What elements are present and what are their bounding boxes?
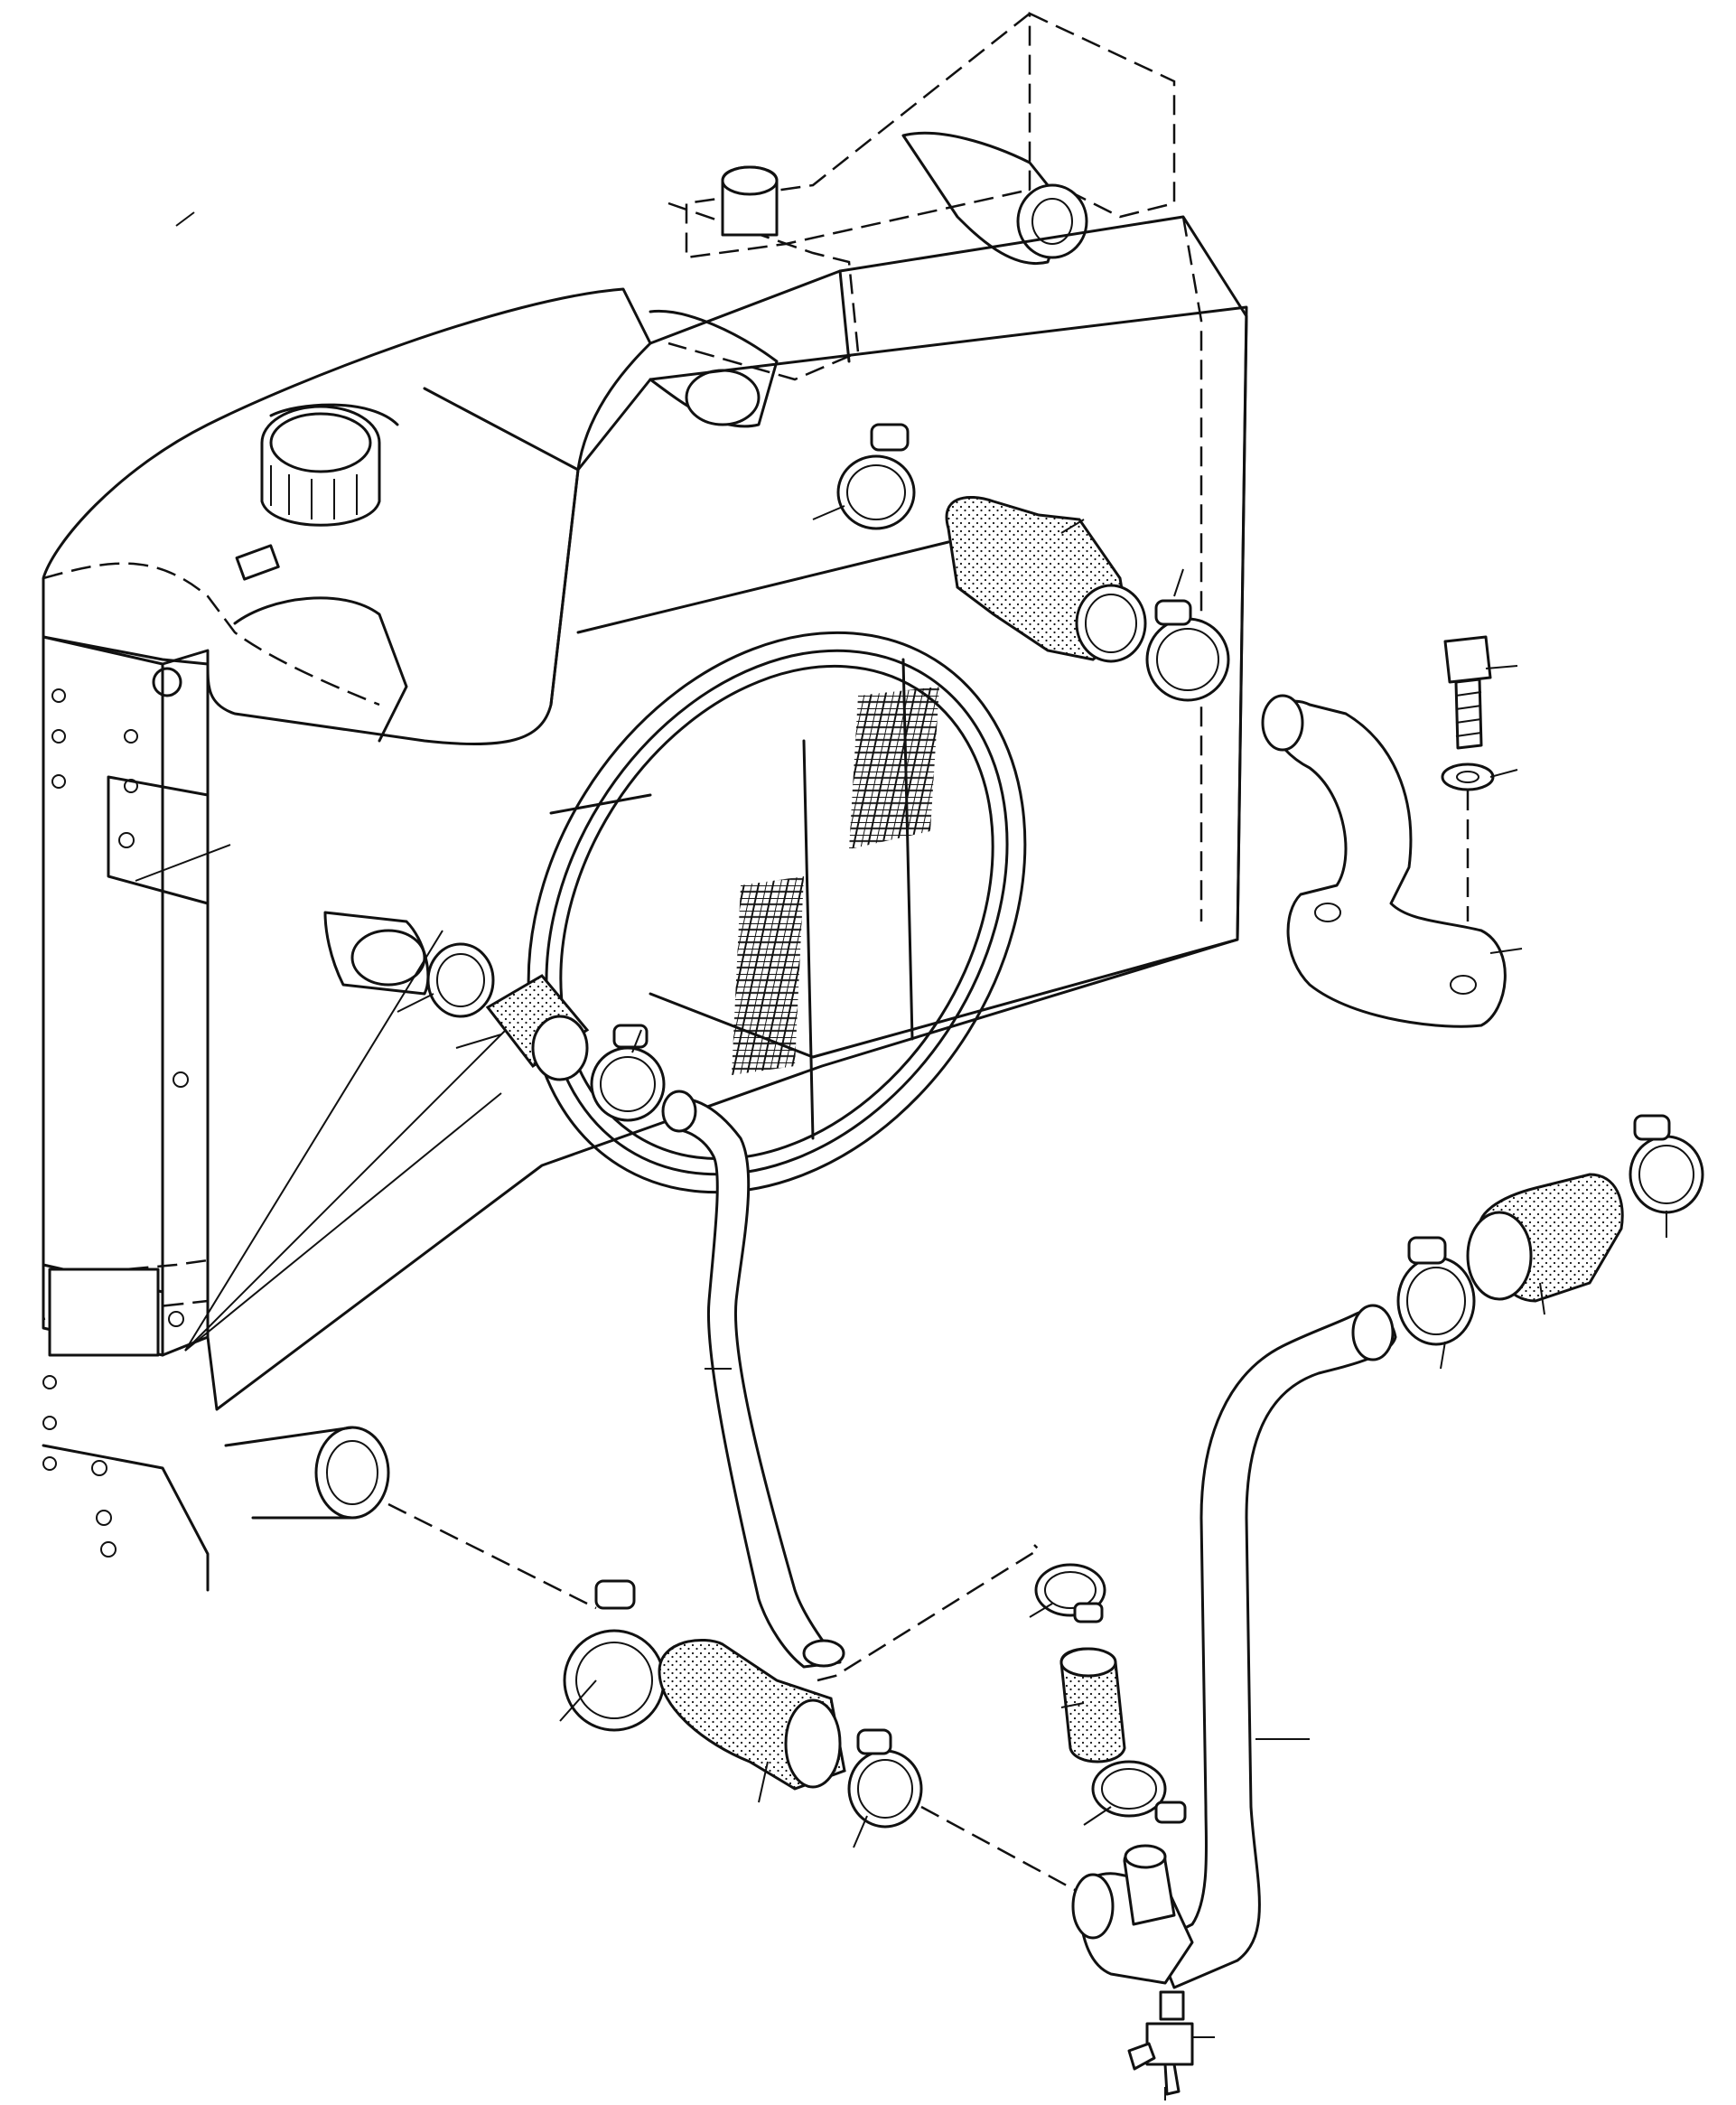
side-tank-hose-short: [485, 974, 590, 1081]
upper-hose-clamp-1: [836, 423, 916, 530]
bypass-tube: [661, 1090, 845, 1669]
callout-c22: [853, 1815, 868, 1848]
water-outlet-elbow: [1261, 694, 1507, 1028]
callout-c02: [135, 844, 231, 882]
lower-hose-clamp-1: [563, 1579, 666, 1732]
t-fitting: [1071, 1844, 1194, 1985]
callout-c07: [1173, 568, 1184, 597]
radiator-left-side-frame: [42, 578, 210, 1592]
callout-leaders: [135, 211, 1667, 2100]
callout-c11: [631, 1029, 642, 1053]
callout-c19: [1083, 1806, 1112, 1826]
callout-c14: [1539, 1282, 1545, 1315]
side-tank-hose-clamp-1: [426, 942, 495, 1018]
fan-shroud-ring: [527, 631, 1027, 1194]
lower-pipe-clamp-top: [1629, 1114, 1704, 1214]
callout-c06: [1060, 519, 1085, 534]
side-tank-hose-clamp-2: [590, 1024, 666, 1122]
callout-c15: [1440, 1341, 1446, 1370]
radiator-core: [206, 305, 1248, 1411]
upper-hose: [945, 495, 1147, 663]
expansion-tank: [42, 287, 652, 996]
callout-c10: [1489, 948, 1523, 954]
callout-c05: [812, 505, 845, 520]
washer-icon: [1441, 762, 1495, 791]
lower-pipe-clamp-bottom: [1396, 1236, 1476, 1346]
bypass-clamp-top: [1034, 1563, 1106, 1623]
pressure-cap-icon: [721, 165, 779, 237]
bypass-hose: [1059, 1647, 1126, 1764]
bolt-icon: [1443, 635, 1492, 750]
callout-c18: [1060, 1702, 1085, 1708]
callout-c09: [1489, 769, 1518, 778]
callout-c20: [559, 1679, 597, 1722]
lower-water-pipe: [1154, 1304, 1397, 1989]
callout-c17: [1029, 1603, 1053, 1618]
bypass-clamp-bottom: [1091, 1760, 1187, 1824]
callout-c08: [1485, 665, 1518, 669]
lower-pipe-hose: [1466, 1173, 1624, 1303]
lower-outlet: [224, 1426, 390, 1520]
filler-cap-icon: [260, 405, 381, 527]
callout-c21: [758, 1761, 769, 1803]
upper-hose-clamp-2: [1145, 599, 1230, 702]
callout-c03: [397, 993, 434, 1013]
callout-c25: [184, 1029, 507, 1352]
drain-cock-icon: [1127, 1990, 1194, 2096]
lower-hose-clamp-2: [847, 1728, 923, 1829]
callout-c04: [455, 1034, 502, 1049]
lower-hose: [658, 1638, 846, 1791]
callout-c01: [175, 211, 195, 227]
